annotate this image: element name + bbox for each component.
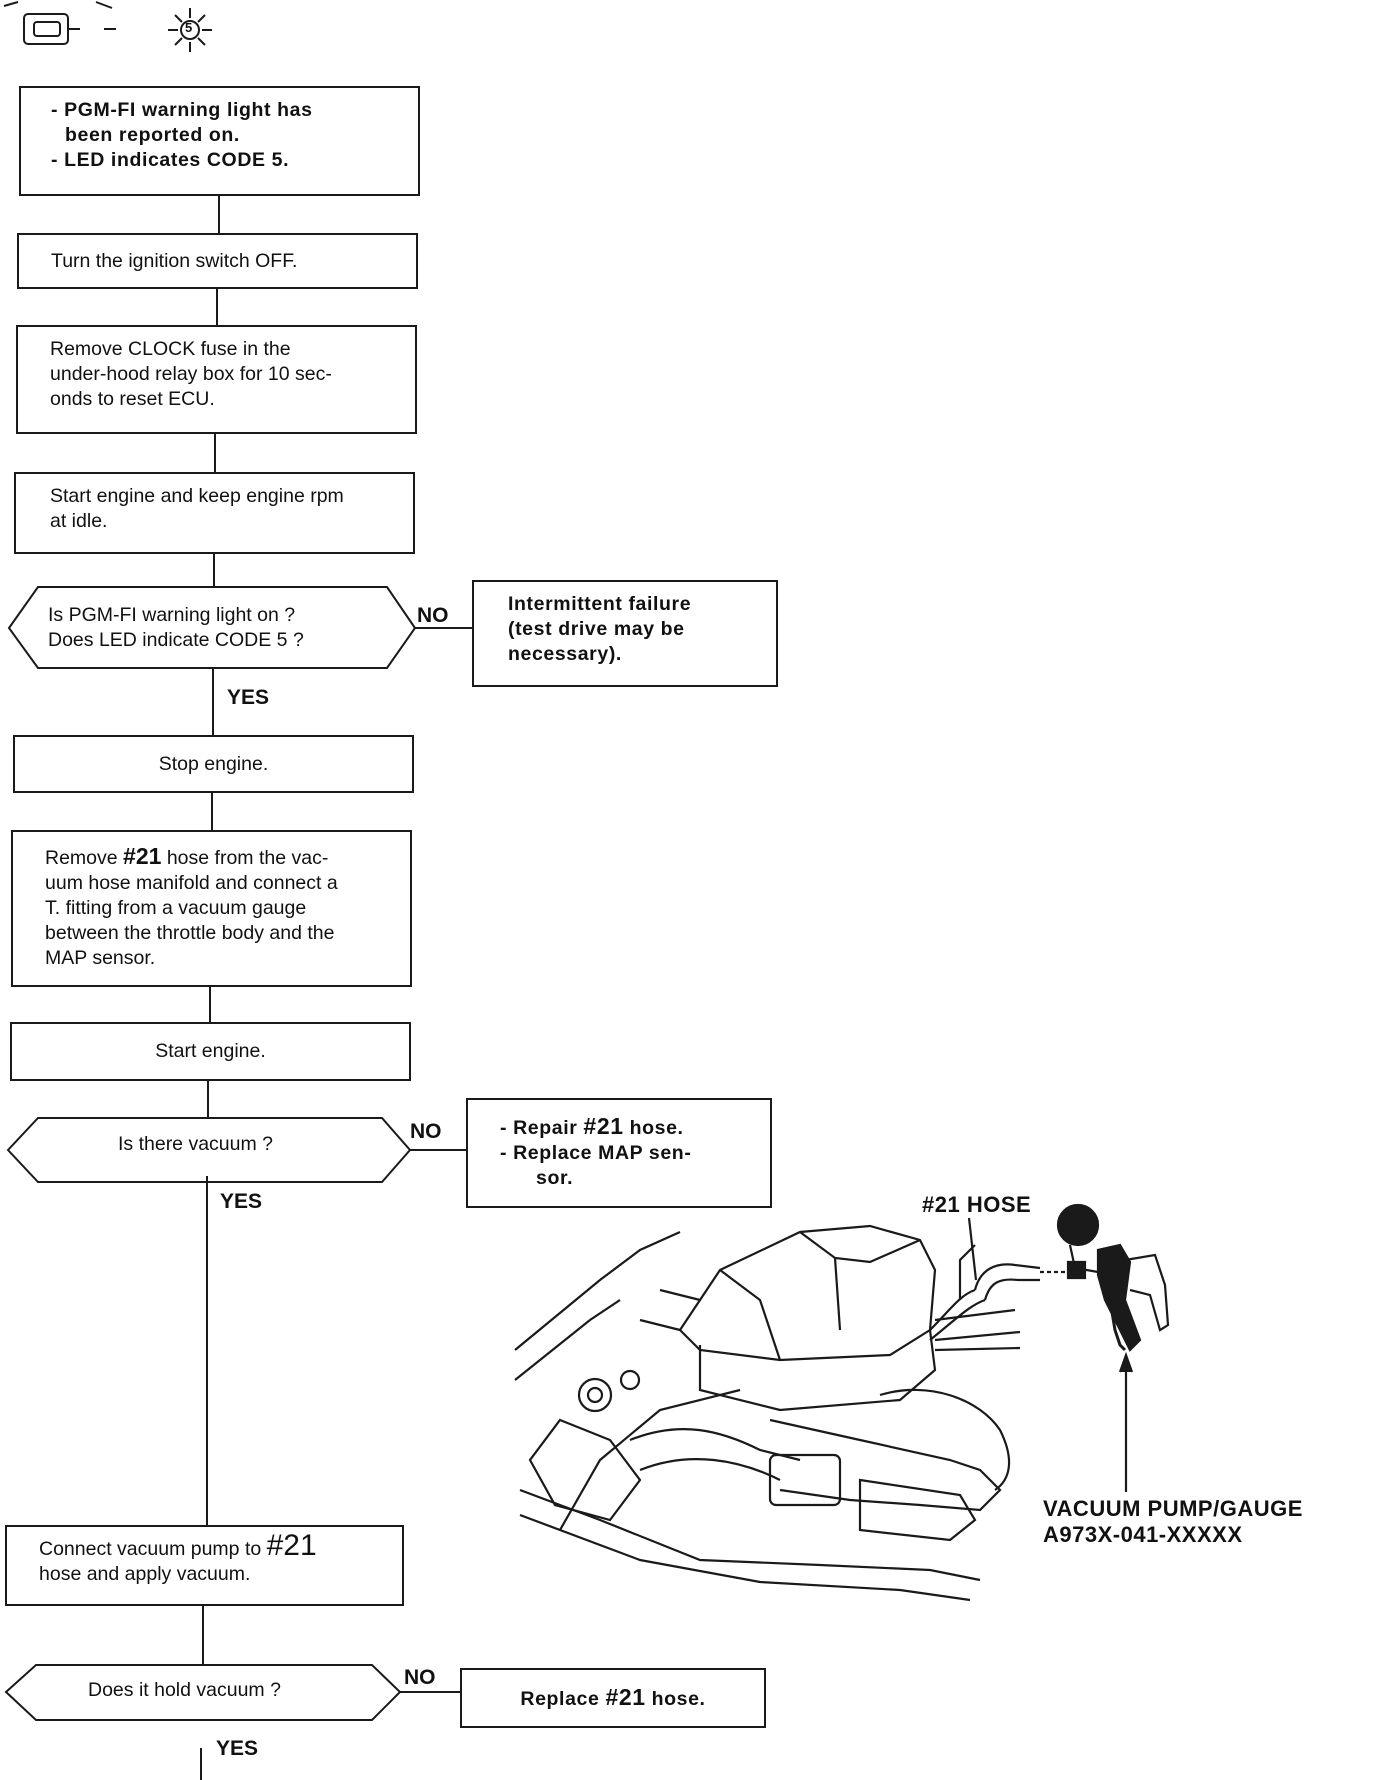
text-part: hose from the vac- xyxy=(161,847,329,869)
box-line: Remove #21 hose from the vac- xyxy=(45,844,398,871)
box-line: Remove CLOCK fuse in the xyxy=(50,338,291,360)
decision-hold-text: Does it hold vacuum ? xyxy=(88,1678,281,1703)
box-line: MAP sensor. xyxy=(45,947,156,969)
code-badge: 5 xyxy=(185,20,193,35)
box-line: Start engine and keep engine rpm xyxy=(50,485,344,507)
decision-vacuum xyxy=(6,1117,412,1183)
text-part: Remove xyxy=(45,847,124,869)
box-line: sor. xyxy=(536,1167,574,1189)
hose-number: #21 xyxy=(605,1683,646,1710)
remove-hose-box: Remove #21 hose from the vac- uum hose m… xyxy=(11,830,412,987)
start-condition-box: - PGM-FI warning light has been reported… xyxy=(19,86,420,196)
box-line: - LED indicates CODE 5. xyxy=(51,149,290,171)
box-line: T. fitting from a vacuum gauge xyxy=(45,897,307,919)
decision-line: Is there vacuum ? xyxy=(118,1133,273,1155)
engine-bay-illustration xyxy=(514,1203,1170,1602)
decision-warning-light xyxy=(7,586,417,669)
yes-label: YES xyxy=(227,686,270,709)
hose-number: #21 xyxy=(266,1529,317,1562)
blinking-led-code-5-icon xyxy=(168,8,212,52)
box-line: necessary). xyxy=(508,643,622,665)
hose-number: #21 xyxy=(123,843,162,869)
pump-callout: VACUUM PUMP/GAUGE A973X-041-XXXXX xyxy=(1043,1496,1303,1548)
box-line: Turn the ignition switch OFF. xyxy=(51,250,298,272)
box-line: - Replace MAP sen- xyxy=(500,1142,692,1164)
yes-label: YES xyxy=(216,1737,259,1760)
replace-hose-box: Replace #21 hose. xyxy=(460,1668,766,1728)
box-line: - PGM-FI warning light has xyxy=(51,99,313,121)
box-line: between the throttle body and the xyxy=(45,922,335,944)
box-line: hose and apply vacuum. xyxy=(39,1563,251,1585)
start-idle-box: Start engine and keep engine rpm at idle… xyxy=(14,472,415,554)
box-line: Connect vacuum pump to #21 xyxy=(39,1531,390,1562)
decision-line: Is PGM-FI warning light on ? xyxy=(48,604,296,626)
start-engine-box: Start engine. xyxy=(10,1022,411,1081)
text-part: - Repair xyxy=(500,1117,584,1139)
callout-line: VACUUM PUMP/GAUGE xyxy=(1043,1496,1303,1521)
callout-line: A973X-041-XXXXX xyxy=(1043,1522,1243,1547)
hose-number: #21 xyxy=(583,1113,624,1139)
box-line: - Repair #21 hose. xyxy=(500,1114,758,1141)
repair-hose-box: - Repair #21 hose. - Replace MAP sen- so… xyxy=(466,1098,772,1208)
no-label: NO xyxy=(404,1666,436,1689)
text-part: hose. xyxy=(623,1117,684,1139)
decision-hold-vacuum xyxy=(4,1664,402,1721)
text-part: hose. xyxy=(645,1687,706,1710)
box-line: been reported on. xyxy=(65,124,240,146)
box-line: onds to reset ECU. xyxy=(50,388,215,410)
text-part: Connect vacuum pump to xyxy=(39,1538,267,1560)
decision-vacuum-text: Is there vacuum ? xyxy=(118,1132,273,1157)
box-line: uum hose manifold and connect a xyxy=(45,872,338,894)
hose-callout: #21 HOSE xyxy=(922,1192,1032,1217)
box-line: Start engine. xyxy=(155,1040,266,1062)
remove-fuse-box: Remove CLOCK fuse in the under-hood rela… xyxy=(16,325,417,434)
decision-line: Does it hold vacuum ? xyxy=(88,1679,281,1701)
ecu-led-icon xyxy=(3,1,116,45)
box-line: at idle. xyxy=(50,510,108,532)
intermittent-failure-box: Intermittent failure (test drive may be … xyxy=(472,580,778,687)
decision-warning-light-text: Is PGM-FI warning light on ? Does LED in… xyxy=(48,603,304,653)
box-line: Intermittent failure xyxy=(508,593,692,615)
box-line: (test drive may be xyxy=(508,618,685,640)
decision-line: Does LED indicate CODE 5 ? xyxy=(48,629,304,651)
connect-pump-box: Connect vacuum pump to #21 hose and appl… xyxy=(5,1525,404,1606)
no-label: NO xyxy=(417,604,449,627)
stop-engine-box: Stop engine. xyxy=(13,735,414,793)
box-line: Replace #21 hose. xyxy=(520,1683,706,1712)
box-line: Stop engine. xyxy=(158,752,269,775)
ignition-off-box: Turn the ignition switch OFF. xyxy=(17,233,418,289)
box-line: under-hood relay box for 10 sec- xyxy=(50,363,332,385)
no-label: NO xyxy=(410,1120,442,1143)
connector-lines xyxy=(200,195,472,1780)
yes-label: YES xyxy=(220,1190,263,1213)
text-part: Replace xyxy=(520,1687,606,1710)
